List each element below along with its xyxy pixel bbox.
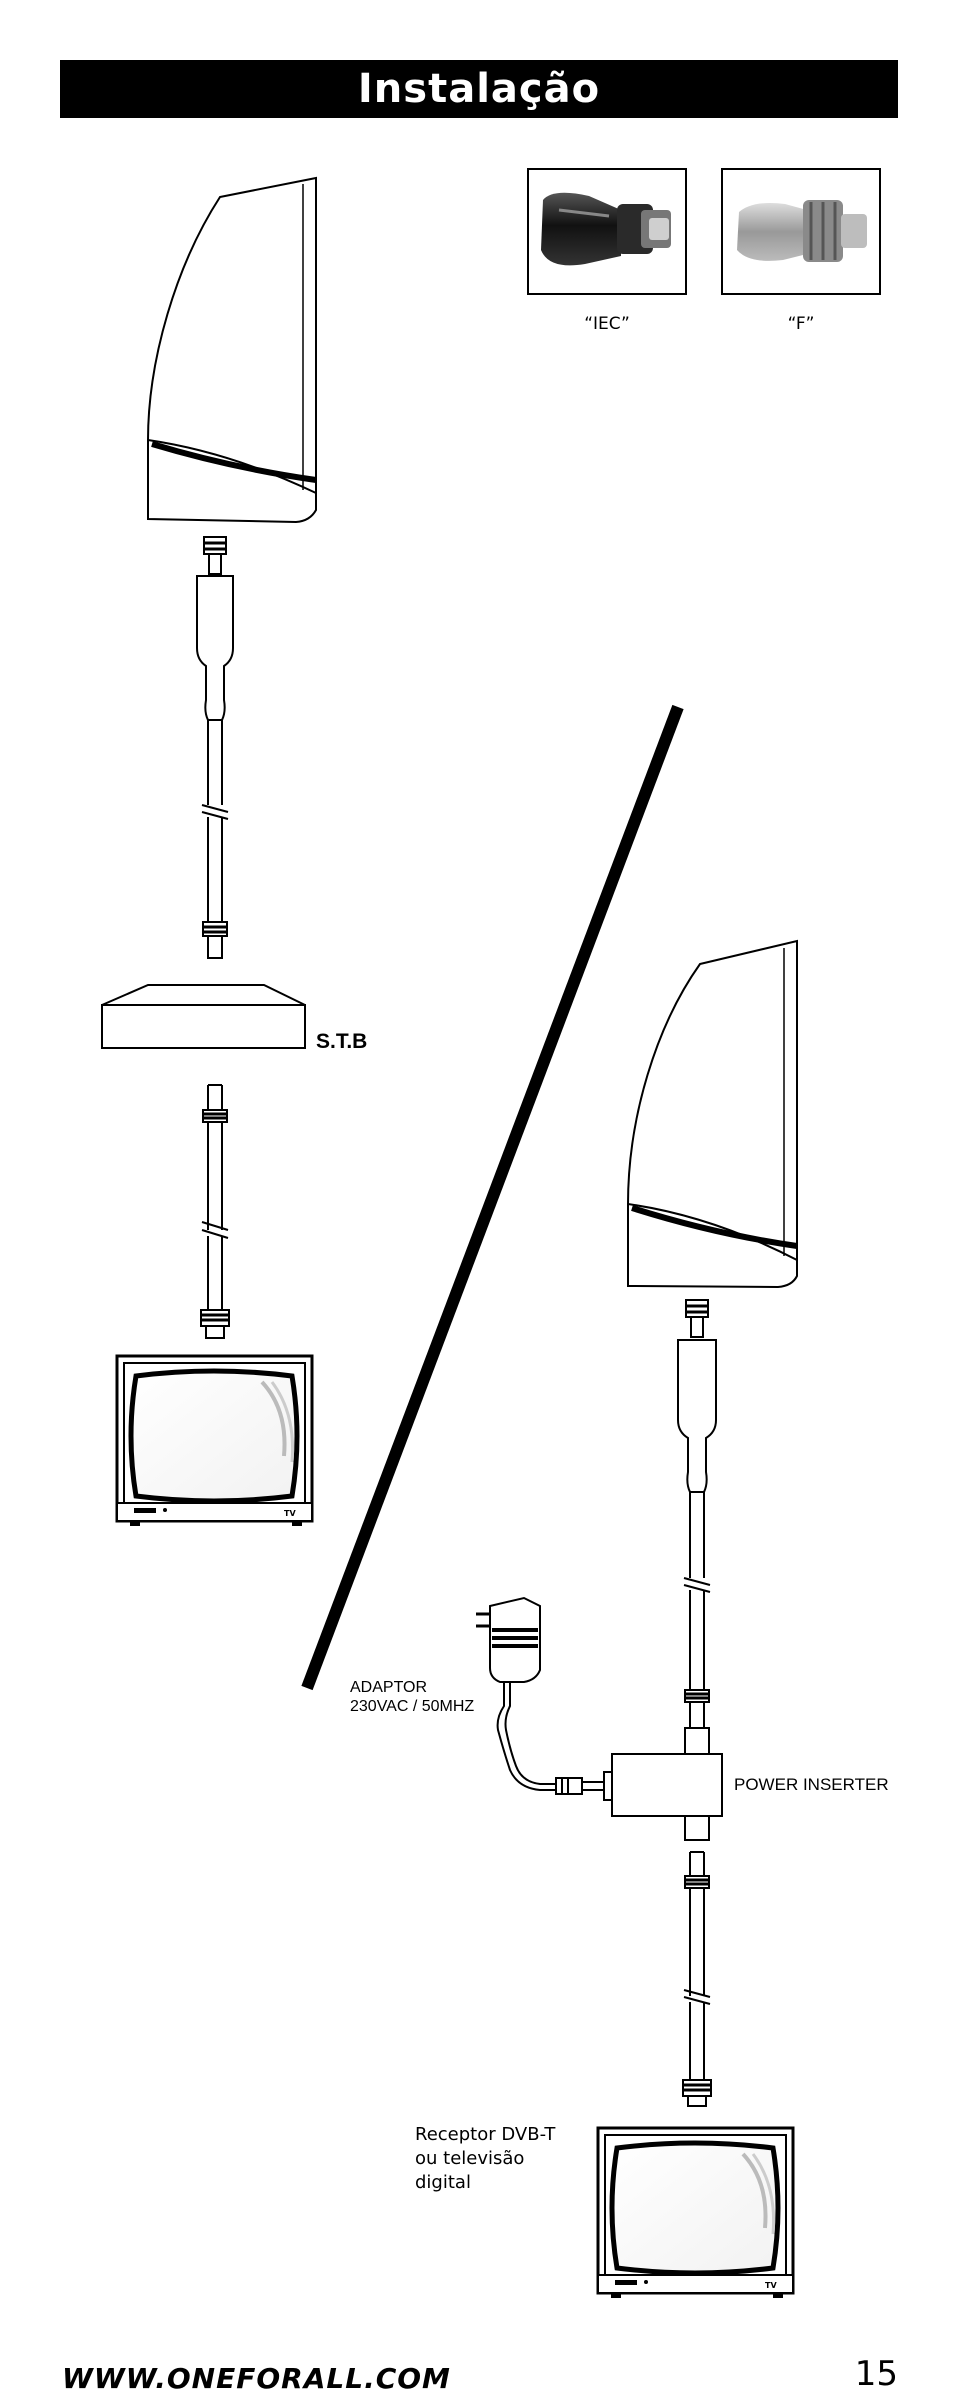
- receiver-label-line1: Receptor DVB-T: [415, 2124, 556, 2145]
- adaptor-label: ADAPTOR 230VAC / 50MHZ: [350, 1678, 474, 1716]
- tv-1-badge: TV: [284, 1509, 296, 1518]
- f-connector-icon: [737, 200, 867, 262]
- receiver-label: Receptor DVB-T ou televisão digital: [415, 2123, 585, 2195]
- cable-1a: [196, 536, 234, 959]
- receiver-label-line3: digital: [415, 2172, 471, 2193]
- antenna-2: [627, 939, 798, 1289]
- adaptor-label-line1: ADAPTOR: [350, 1679, 428, 1696]
- iec-plug-image: [527, 168, 687, 295]
- page-number: 15: [854, 2354, 898, 2394]
- stb-box: [101, 984, 306, 1049]
- tv-1: TV: [115, 1354, 314, 1526]
- footer-url: WWW.ONEFORALL.COM: [62, 2362, 451, 2395]
- page-title: Instalação: [357, 66, 601, 112]
- tv-2-badge: TV: [765, 2281, 777, 2290]
- f-connector-caption: “F”: [787, 314, 815, 334]
- cable-2a: [677, 1299, 717, 1728]
- antenna-1: [147, 176, 317, 524]
- iec-plug-icon: [541, 192, 671, 266]
- tv-2: TV: [596, 2126, 795, 2298]
- adaptor-label-line2: 230VAC / 50MHZ: [350, 1698, 475, 1715]
- iec-caption: “IEC”: [584, 314, 630, 334]
- divider-line: [301, 704, 684, 1691]
- stb-label: S.T.B: [316, 1030, 368, 1053]
- cable-1b: [200, 1084, 230, 1339]
- power-inserter-label: POWER INSERTER: [734, 1775, 889, 1794]
- page-header: Instalação: [60, 60, 898, 118]
- cable-2b: [682, 1851, 712, 2107]
- power-inserter: [603, 1727, 723, 1841]
- receiver-label-line2: ou televisão: [415, 2148, 525, 2169]
- f-connector-image: [721, 168, 881, 295]
- power-adaptor: [476, 1596, 605, 1795]
